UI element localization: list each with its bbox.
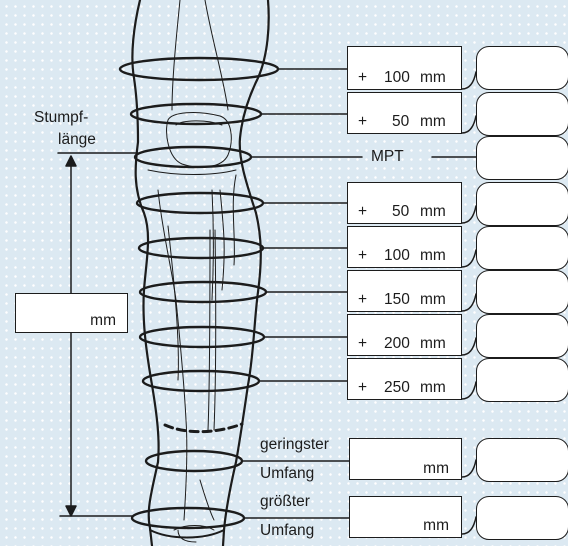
largest-circumference-input[interactable]: mm [349, 496, 462, 538]
circumference-input-mpt[interactable] [476, 136, 568, 180]
smallest-circumference-input[interactable]: mm [349, 438, 462, 480]
foot-sole [150, 530, 224, 538]
largest-circumference-line2: Umfang [260, 523, 314, 539]
ring-minus-150 [140, 282, 266, 302]
ring-smallest [146, 451, 242, 471]
row-prefix: + [358, 248, 367, 264]
ring-minus-200 [140, 327, 264, 347]
row-unit: mm [420, 114, 446, 130]
ring-plus-100 [120, 58, 278, 80]
row-prefix: + [358, 292, 367, 308]
value-box-minus-200: + 200 mm [347, 314, 462, 356]
row-prefix: + [358, 336, 367, 352]
stump-length-unit: mm [90, 313, 116, 329]
circumference-input-minus-250[interactable] [476, 358, 568, 402]
row-value: 150 [384, 292, 410, 308]
stump-length-dimension [66, 156, 76, 516]
row-value: 50 [392, 204, 409, 220]
stump-length-label-line2: länge [58, 132, 96, 148]
ring-minus-100 [139, 238, 263, 258]
mpt-label: MPT [371, 149, 404, 165]
smallest-circumference-line2: Umfang [260, 466, 314, 482]
pill-connectors [462, 72, 476, 534]
circumference-input-minus-200[interactable] [476, 314, 568, 358]
row-value: 100 [384, 248, 410, 264]
largest-circumference-unit: mm [423, 518, 449, 534]
row-prefix: + [358, 114, 367, 130]
row-unit: mm [420, 204, 446, 220]
row-unit: mm [420, 248, 446, 264]
circumference-input-minus-50[interactable] [476, 182, 568, 226]
value-box-minus-50: + 50 mm [347, 182, 462, 224]
leg-outline-left [132, 0, 158, 546]
row-unit: mm [420, 70, 446, 86]
row-unit: mm [420, 336, 446, 352]
smallest-circumference-unit: mm [423, 461, 449, 477]
value-box-minus-250: + 250 mm [347, 358, 462, 400]
row-prefix: + [358, 70, 367, 86]
row-value: 250 [384, 380, 410, 396]
circumference-input-largest[interactable] [476, 496, 568, 540]
row-value: 200 [384, 336, 410, 352]
row-unit: mm [420, 380, 446, 396]
row-value: 50 [392, 114, 409, 130]
cut-line [165, 424, 242, 432]
ring-minus-50 [137, 193, 263, 213]
circumference-input-plus-50[interactable] [476, 92, 568, 136]
value-box-plus-50: + 50 mm [347, 92, 462, 134]
stump-length-label-line1: Stumpf- [34, 110, 88, 126]
row-unit: mm [420, 292, 446, 308]
ring-minus-250 [143, 371, 259, 391]
row-prefix: + [358, 380, 367, 396]
value-box-minus-150: + 150 mm [347, 270, 462, 312]
anatomy-lines [148, 0, 236, 542]
ring-mpt [135, 147, 251, 167]
circumference-input-minus-100[interactable] [476, 226, 568, 270]
circumference-input-plus-100[interactable] [476, 46, 568, 90]
smallest-circumference-line1: geringster [260, 437, 329, 453]
circumference-input-smallest[interactable] [476, 438, 568, 482]
stump-length-input[interactable]: mm [15, 293, 128, 333]
value-box-plus-100: + 100 mm [347, 46, 462, 90]
value-box-minus-100: + 100 mm [347, 226, 462, 268]
row-prefix: + [358, 204, 367, 220]
largest-circumference-line1: größter [260, 494, 310, 510]
row-value: 100 [384, 70, 410, 86]
circumference-input-minus-150[interactable] [476, 270, 568, 314]
